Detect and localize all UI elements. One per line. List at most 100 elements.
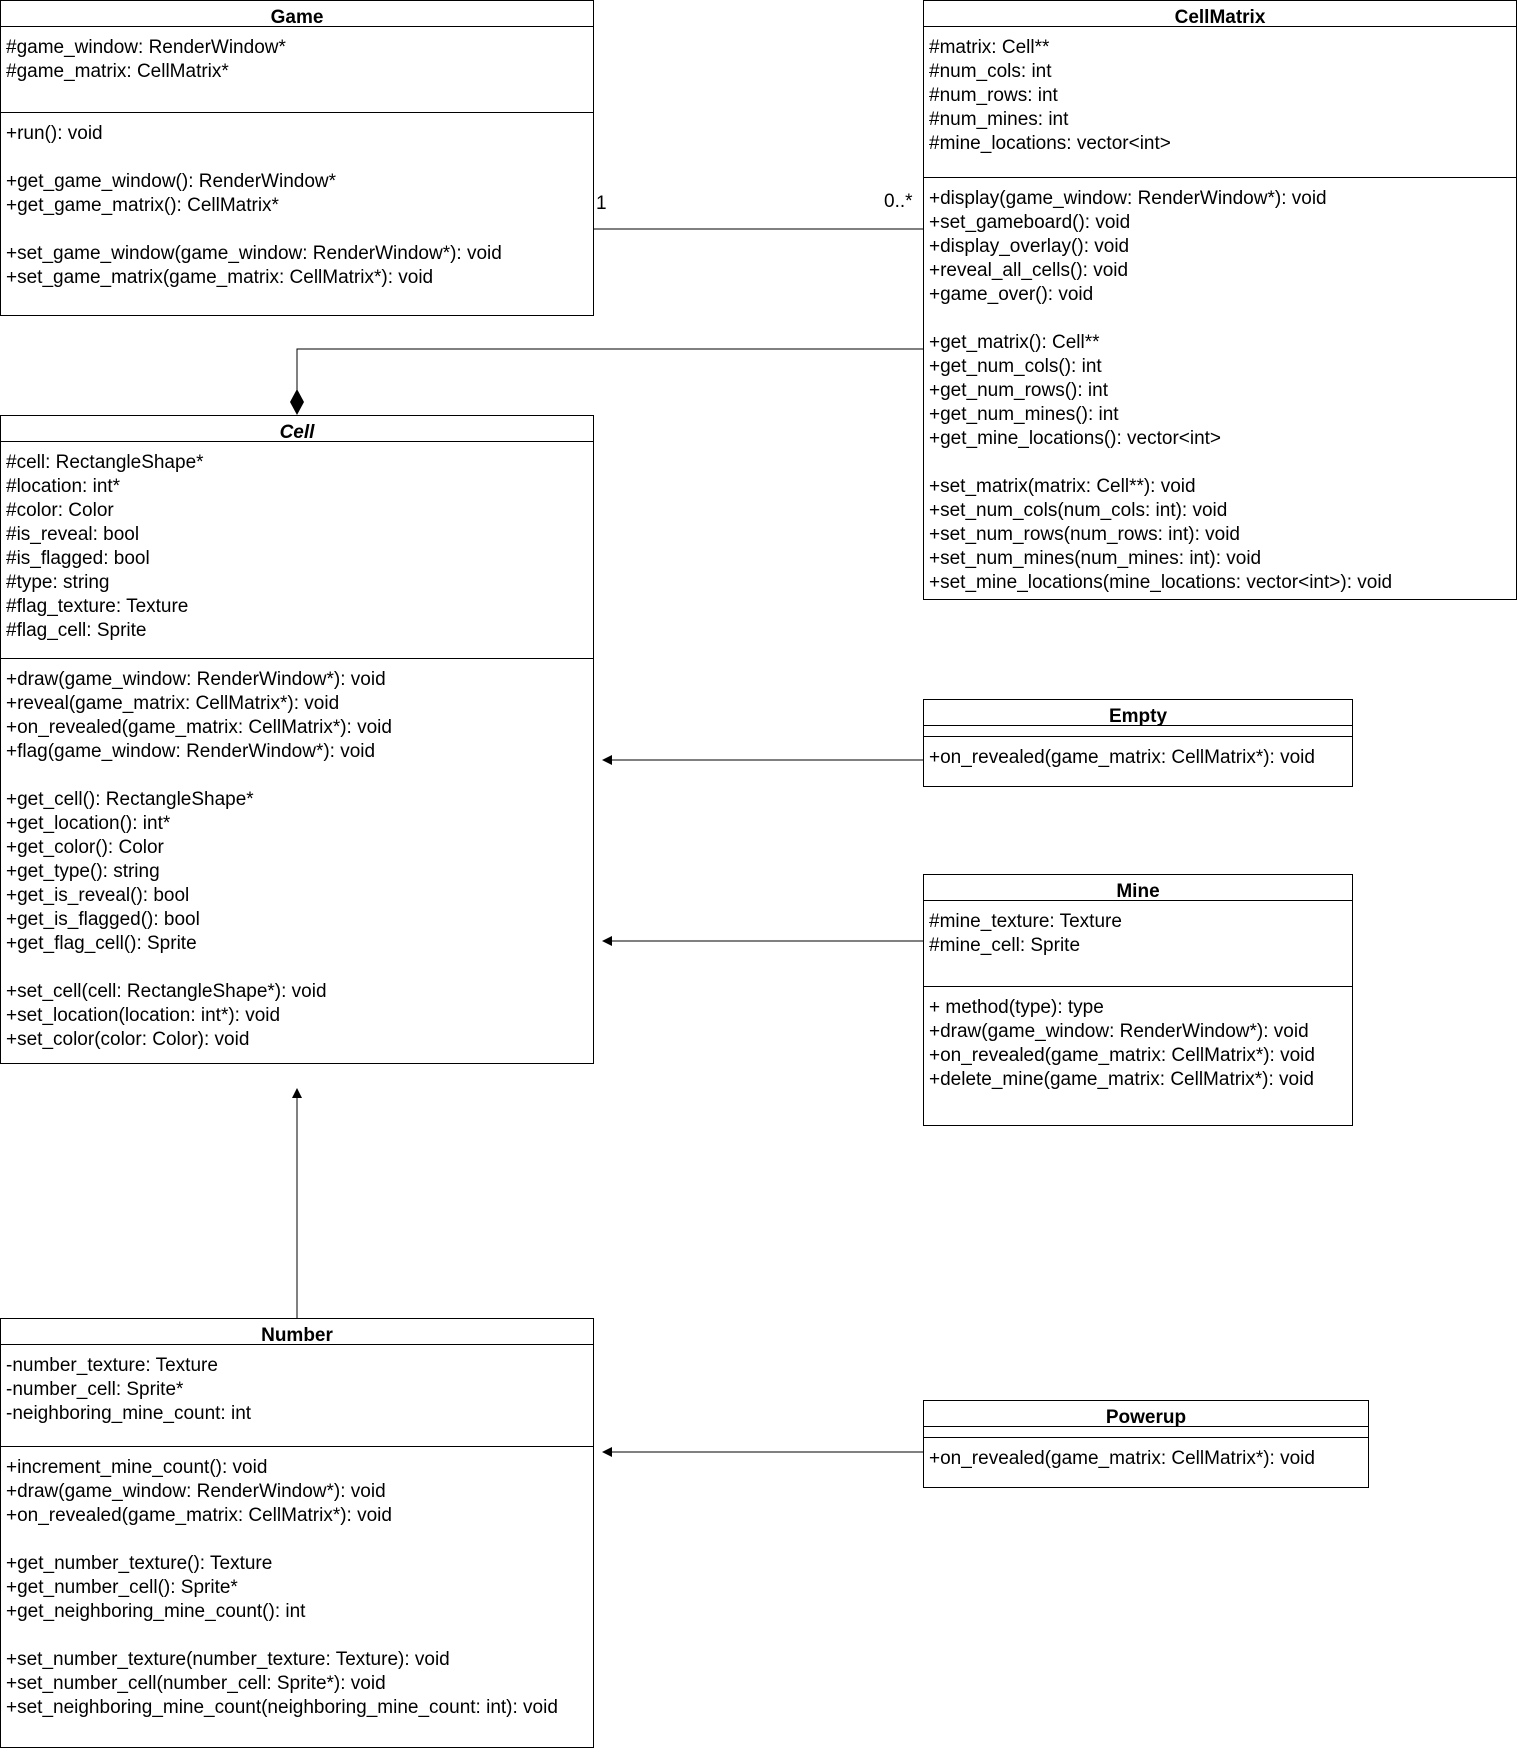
- member-spacer: [929, 451, 1511, 475]
- class-methods: +on_revealed(game_matrix: CellMatrix*): …: [924, 1437, 1368, 1471]
- class-method: +get_is_reveal(): bool: [6, 885, 190, 906]
- class-method: +get_flag_cell(): Sprite: [6, 933, 197, 954]
- class-attribute: #num_cols: int: [929, 61, 1052, 82]
- class-attribute: #num_rows: int: [929, 85, 1058, 106]
- class-attribute: #game_matrix: CellMatrix*: [6, 61, 229, 82]
- member-spacer: [6, 146, 588, 170]
- class-attributes: #cell: RectangleShape*#location: int*#co…: [1, 442, 593, 658]
- class-method: +get_mine_locations(): vector<int>: [929, 428, 1222, 449]
- class-method: +set_number_cell(number_cell: Sprite*): …: [6, 1673, 386, 1694]
- class-method: +set_num_rows(num_rows: int): void: [929, 524, 1240, 545]
- class-method: +get_num_mines(): int: [929, 404, 1119, 425]
- class-method: +draw(game_window: RenderWindow*): void: [6, 669, 386, 690]
- class-title: Empty: [924, 700, 1352, 726]
- class-attribute: #type: string: [6, 572, 110, 593]
- class-attribute: #mine_cell: Sprite: [929, 935, 1081, 956]
- class-method: + method(type): type: [929, 997, 1104, 1018]
- class-attribute: #matrix: Cell**: [929, 37, 1050, 58]
- class-method: +on_revealed(game_matrix: CellMatrix*): …: [929, 1448, 1315, 1469]
- class-method: +get_number_texture(): Texture: [6, 1553, 273, 1574]
- class-method: +set_mine_locations(mine_locations: vect…: [929, 572, 1393, 593]
- member-spacer: [6, 764, 588, 788]
- class-method: +set_game_window(game_window: RenderWind…: [6, 243, 502, 264]
- class-mine[interactable]: Mine #mine_texture: Texture #mine_cell: S…: [923, 874, 1353, 1126]
- class-attributes: [924, 726, 1352, 736]
- class-method: +game_over(): void: [929, 284, 1094, 305]
- class-method: +set_number_texture(number_texture: Text…: [6, 1649, 450, 1670]
- class-attributes: #mine_texture: Texture #mine_cell: Sprite: [924, 901, 1352, 986]
- class-game[interactable]: Game #game_window: RenderWindow* #game_ma…: [0, 0, 594, 316]
- class-attribute: #is_reveal: bool: [6, 524, 140, 545]
- class-attribute: #is_flagged: bool: [6, 548, 150, 569]
- class-method: +increment_mine_count(): void: [6, 1457, 268, 1478]
- class-method: +get_game_matrix(): CellMatrix*: [6, 195, 279, 216]
- class-attribute: #mine_locations: vector<int>: [929, 133, 1171, 154]
- class-attribute: #flag_texture: Texture: [6, 596, 189, 617]
- class-attributes: [924, 1427, 1368, 1437]
- member-spacer: [6, 218, 588, 242]
- class-method: +set_gameboard(): void: [929, 212, 1131, 233]
- class-methods: +display(game_window: RenderWindow*): vo…: [924, 177, 1516, 595]
- class-method: +get_num_cols(): int: [929, 356, 1102, 377]
- class-title: Mine: [924, 875, 1352, 901]
- class-empty[interactable]: Empty +on_revealed(game_matrix: CellMatr…: [923, 699, 1353, 787]
- class-methods: + method(type): type +draw(game_window: R…: [924, 986, 1352, 1092]
- class-method: +set_game_matrix(game_matrix: CellMatrix…: [6, 267, 434, 288]
- composition-diamond: [290, 389, 304, 415]
- class-title: Game: [1, 1, 593, 27]
- class-title: Cell: [1, 416, 593, 442]
- multiplicity-many: 0..*: [884, 191, 913, 212]
- member-spacer: [6, 1528, 588, 1552]
- multiplicity-one: 1: [596, 193, 607, 214]
- class-method: +on_revealed(game_matrix: CellMatrix*): …: [6, 1505, 392, 1526]
- class-attributes: #game_window: RenderWindow* #game_matrix:…: [1, 27, 593, 112]
- class-attributes: -number_texture: Texture -number_cell: Sp…: [1, 1345, 593, 1446]
- class-attribute: #location: int*: [6, 476, 121, 497]
- class-method: +get_neighboring_mine_count(): int: [6, 1601, 306, 1622]
- class-cell[interactable]: Cell #cell: RectangleShape*#location: in…: [0, 415, 594, 1064]
- class-method: +on_revealed(game_matrix: CellMatrix*): …: [929, 747, 1315, 768]
- class-attribute: -neighboring_mine_count: int: [6, 1403, 252, 1424]
- class-method: +set_matrix(matrix: Cell**): void: [929, 476, 1196, 497]
- class-attribute: #mine_texture: Texture: [929, 911, 1122, 932]
- class-method: +set_neighboring_mine_count(neighboring_…: [6, 1697, 558, 1718]
- composition-cellmatrix-cell: [296, 348, 923, 390]
- class-method: +draw(game_window: RenderWindow*): void: [929, 1021, 1309, 1042]
- class-attributes: #matrix: Cell** #num_cols: int #num_rows: …: [924, 27, 1516, 177]
- class-method: +reveal(game_matrix: CellMatrix*): void: [6, 693, 340, 714]
- member-spacer: [6, 956, 588, 980]
- class-method: +set_color(color: Color): void: [6, 1029, 250, 1050]
- class-number[interactable]: Number -number_texture: Texture -number_c…: [0, 1318, 594, 1748]
- class-method: +get_number_cell(): Sprite*: [6, 1577, 238, 1598]
- class-method: +draw(game_window: RenderWindow*): void: [6, 1481, 386, 1502]
- class-attribute: #num_mines: int: [929, 109, 1069, 130]
- class-method: +get_num_rows(): int: [929, 380, 1108, 401]
- class-methods: +run(): void+get_game_window(): RenderWi…: [1, 112, 593, 290]
- class-method: +set_num_cols(num_cols: int): void: [929, 500, 1228, 521]
- class-method: +get_color(): Color: [6, 837, 164, 858]
- class-method: +reveal_all_cells(): void: [929, 260, 1129, 281]
- class-title: CellMatrix: [924, 1, 1516, 27]
- class-attribute: #flag_cell: Sprite: [6, 620, 147, 641]
- class-method: +set_cell(cell: RectangleShape*): void: [6, 981, 327, 1002]
- class-method: +set_location(location: int*): void: [6, 1005, 281, 1026]
- class-attribute: -number_texture: Texture: [6, 1355, 218, 1376]
- class-title: Powerup: [924, 1401, 1368, 1427]
- class-method: +get_cell(): RectangleShape*: [6, 789, 254, 810]
- class-attribute: #color: Color: [6, 500, 114, 521]
- class-method: +delete_mine(game_matrix: CellMatrix*): …: [929, 1069, 1314, 1090]
- class-methods: +draw(game_window: RenderWindow*): void +…: [1, 658, 593, 1052]
- class-attribute: #game_window: RenderWindow*: [6, 37, 286, 58]
- class-title: Number: [1, 1319, 593, 1345]
- class-method: +display(game_window: RenderWindow*): vo…: [929, 188, 1327, 209]
- class-cellmatrix[interactable]: CellMatrix #matrix: Cell** #num_cols: int…: [923, 0, 1517, 600]
- class-method: +get_is_flagged(): bool: [6, 909, 200, 930]
- class-method: +on_revealed(game_matrix: CellMatrix*): …: [6, 717, 392, 738]
- class-method: +get_game_window(): RenderWindow*: [6, 171, 337, 192]
- member-spacer: [929, 307, 1511, 331]
- class-attribute: -number_cell: Sprite*: [6, 1379, 184, 1400]
- class-powerup[interactable]: Powerup +on_revealed(game_matrix: CellMa…: [923, 1400, 1369, 1488]
- class-method: +display_overlay(): void: [929, 236, 1130, 257]
- member-spacer: [6, 1624, 588, 1648]
- class-method: +get_location(): int*: [6, 813, 171, 834]
